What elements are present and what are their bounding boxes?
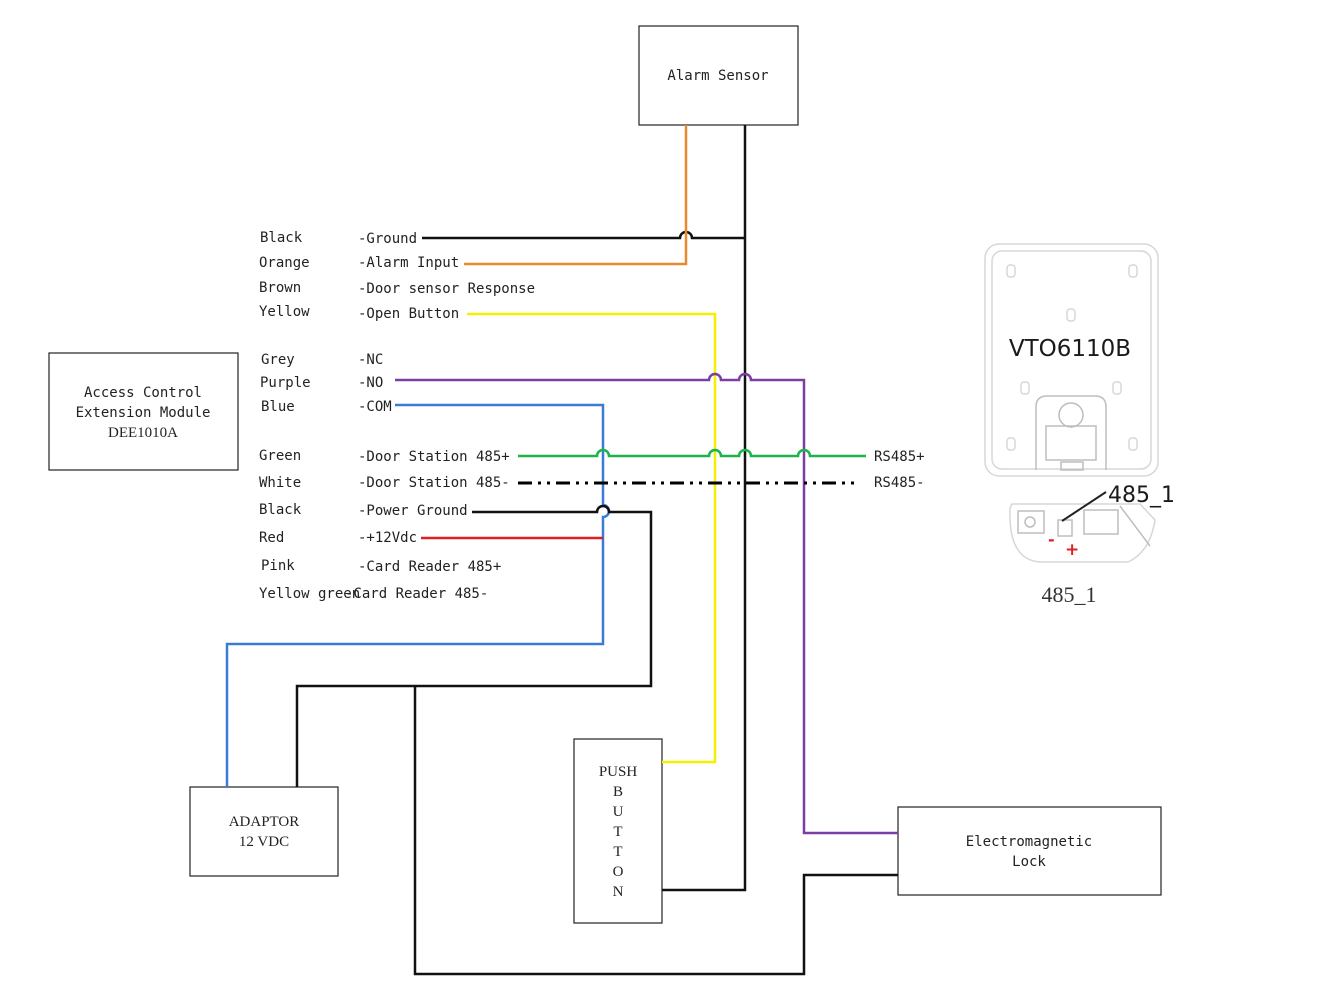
push-button-line-3: U (613, 804, 624, 820)
wire-color-label: White (259, 475, 301, 491)
no-wire (395, 372, 898, 835)
power-ground-wire (295, 504, 653, 787)
lock-line-2: Lock (1012, 854, 1046, 870)
wire-color-label: Orange (259, 255, 310, 271)
adaptor-line-1: ADAPTOR (229, 814, 300, 830)
wire-function-label: -Alarm Input (358, 255, 459, 271)
wire-label-list: Black -Ground Orange -Alarm Input Brown … (259, 230, 535, 602)
wire-color-label: Red (259, 530, 284, 546)
wire-function-label: -Door Station 485- (358, 475, 510, 491)
wire-color-label: Blue (261, 399, 295, 415)
wire-color-label: Yellow green (259, 586, 360, 602)
access-module-box: Access Control Extension Module DEE1010A (48, 352, 239, 471)
wire-function-label: -+12Vdc (358, 530, 417, 546)
push-button-box: PUSH B U T T O N (573, 738, 663, 924)
minus-polarity-label: - (1048, 530, 1055, 549)
wire-color-label: Black (259, 502, 302, 518)
adaptor-box: ADAPTOR 12 VDC (189, 786, 339, 877)
push-button-line-6: O (613, 864, 624, 880)
port-tag-label: 485_1 (1108, 483, 1175, 508)
push-button-line-5: T (613, 844, 622, 860)
door-485-plus-wire (518, 448, 866, 458)
lock-ground-wire (413, 686, 898, 976)
plus-polarity-label: + (1065, 540, 1079, 560)
wire-function-label: -Card Reader 485+ (358, 559, 501, 575)
access-module-line-1: Access Control (84, 385, 202, 401)
push-button-line-1: PUSH (599, 764, 638, 780)
wire-color-label: Black (260, 230, 303, 246)
wire-function-label: -Door Station 485+ (358, 449, 510, 465)
vto6110b-device-image: VTO6110B 485_1 - + (984, 243, 1175, 563)
alarm-sensor-label: Alarm Sensor (667, 68, 768, 84)
port-caption-label: 485_1 (1042, 582, 1097, 607)
wire-function-label: -NC (358, 352, 383, 368)
lock-box: Electromagnetic Lock (897, 806, 1162, 896)
wire-color-label: Grey (261, 352, 295, 368)
ground-trunk-wire (662, 125, 747, 892)
wire-function-label: -Open Button (358, 306, 459, 322)
wire-function-label: -COM (358, 399, 392, 415)
ground-wire (422, 230, 745, 240)
wire-function-label: -Power Ground (358, 503, 468, 519)
wire-color-label: Brown (259, 280, 301, 296)
wire-color-label: Green (259, 448, 301, 464)
wire-function-label: -NO (358, 375, 383, 391)
wire-color-label: Purple (260, 375, 311, 391)
lock-line-1: Electromagnetic (966, 834, 1092, 850)
wire-color-label: Pink (261, 558, 295, 574)
push-button-line-4: T (613, 824, 622, 840)
rs485-minus-label: RS485- (874, 475, 925, 491)
wire-function-label: -Card Reader 485- (345, 586, 488, 602)
wire-function-label: -Ground (358, 231, 417, 247)
open-button-wire (467, 312, 717, 764)
adaptor-line-2: 12 VDC (239, 834, 289, 850)
access-module-line-3: DEE1010A (108, 425, 178, 441)
alarm-sensor-box: Alarm Sensor (638, 25, 799, 126)
push-button-line-2: B (613, 784, 623, 800)
device-model-label: VTO6110B (1009, 336, 1131, 362)
push-button-line-7: N (613, 884, 624, 900)
wire-function-label: -Door sensor Response (358, 281, 535, 297)
alarm-input-wire (464, 125, 688, 266)
access-module-line-2: Extension Module (76, 405, 211, 421)
wire-color-label: Yellow (259, 304, 310, 320)
rs485-plus-label: RS485+ (874, 449, 925, 465)
